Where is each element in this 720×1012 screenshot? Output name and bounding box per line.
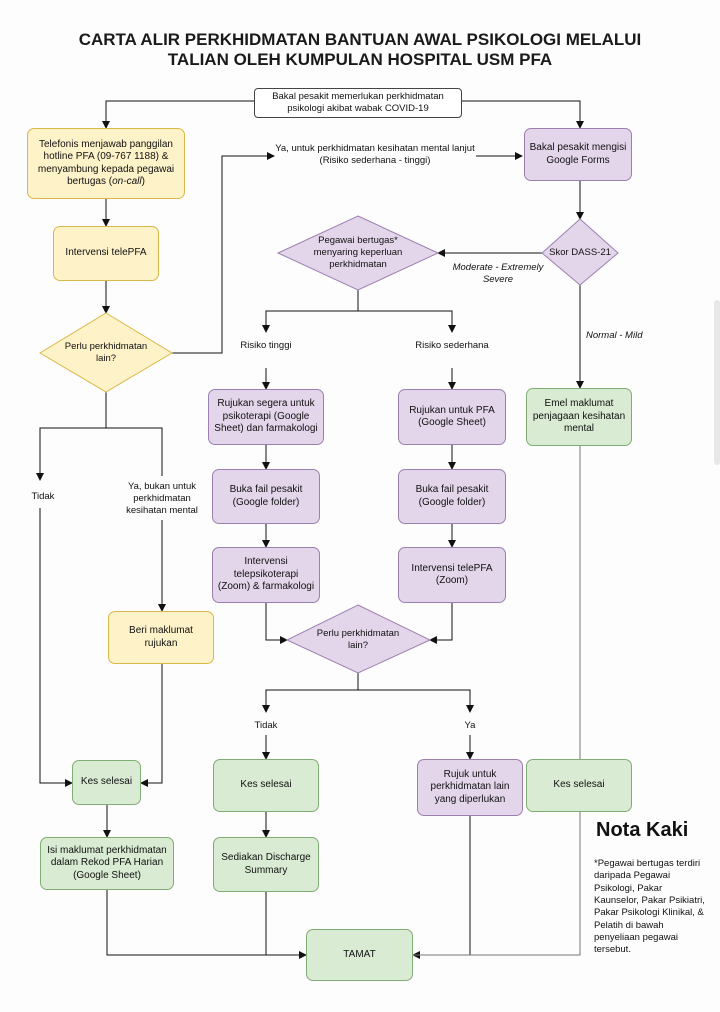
decision-diamond-perlu2 xyxy=(285,604,432,674)
arrow-tidak-to-kes1 xyxy=(39,508,73,787)
rujukan-segera-box: Rujukan segera untuk psikoterapi (Google… xyxy=(208,389,324,445)
arrow-isi-to-tamat xyxy=(106,890,307,959)
label-normal: Normal - Mild xyxy=(586,330,643,341)
kes-selesai-3-box: Kes selesai xyxy=(526,759,632,812)
rujukan-pfa-box: Rujukan untuk PFA (Google Sheet) xyxy=(398,389,506,445)
intervensi-telepfa-box: Intervensi telePFA xyxy=(53,226,159,281)
arrow-perlu1-ya xyxy=(106,427,163,476)
arrow-perlu2-ya xyxy=(358,689,474,713)
label-risiko-sederhana: Risiko sederhana xyxy=(415,340,489,351)
label-moderate: Moderate - Extremely Severe xyxy=(452,262,544,285)
label-ya-bukan: Ya, bukan untuk perkhidmatan kesihatan m… xyxy=(126,481,198,516)
isi-maklumat-box: Isi maklumat perkhidmatan dalam Rekod PF… xyxy=(40,837,174,890)
arrow-kes3-to-tamat xyxy=(413,812,581,956)
label-ya-2: Ya xyxy=(464,720,476,731)
arrow-pegawai-split-right xyxy=(358,310,456,333)
label-tidak-1: Tidak xyxy=(31,491,55,502)
emel-box: Emel maklumat penjagaan kesihatan mental xyxy=(526,388,632,446)
perlu1-label: Perlu perkhidmatan lain? xyxy=(64,341,148,364)
scrollbar[interactable] xyxy=(714,300,720,465)
buka-fail-1-box: Buka fail pesakit (Google folder) xyxy=(212,469,320,524)
tamat-box: TAMAT xyxy=(306,929,413,981)
label-ya-lanjut: Ya, untuk perkhidmatan kesihatan mental … xyxy=(275,143,475,166)
hotline-text: Telefonis menjawab panggilan hotline PFA… xyxy=(37,138,175,188)
google-forms-box: Bakal pesakit mengisi Google Forms xyxy=(524,128,632,181)
intervensi-zoom-box: Intervensi telePFA (Zoom) xyxy=(398,547,506,603)
arrow-perlu1-to-lanjut xyxy=(172,152,275,354)
beri-maklumat-box: Beri maklumat rujukan xyxy=(108,611,214,664)
decision-diamond-perlu1 xyxy=(39,312,173,393)
arrow-zoom-to-perlu2 xyxy=(429,603,453,644)
arrow-perlu1-tidak xyxy=(36,392,107,481)
arrow-perlu2-tidak xyxy=(262,673,359,713)
arrow-psiko-to-perlu2 xyxy=(265,603,288,644)
hotline-box: Telefonis menjawab panggilan hotline PFA… xyxy=(27,128,185,199)
start-box: Bakal pesakit memerlukan perkhidmatan ps… xyxy=(254,88,462,118)
arrow-rujuk-to-tamat xyxy=(412,816,471,959)
intervensi-psikoterapi-box: Intervensi telepsikoterapi (Zoom) & farm… xyxy=(212,547,320,603)
label-risiko-tinggi: Risiko tinggi xyxy=(240,340,292,351)
footnote-title: Nota Kaki xyxy=(596,819,689,841)
kes-selesai-2-box: Kes selesai xyxy=(213,759,319,812)
hotline-end: ) xyxy=(141,176,145,187)
chart-title-line1: CARTA ALIR PERKHIDMATAN BANTUAN AWAL PSI… xyxy=(78,30,642,49)
hotline-oncall: on-call xyxy=(112,176,142,187)
buka-fail-2-box: Buka fail pesakit (Google folder) xyxy=(398,469,506,524)
arrow-pegawai-split-left xyxy=(262,290,359,333)
rujuk-lain-box: Rujuk untuk perkhidmatan lain yang diper… xyxy=(417,759,523,816)
label-tidak-2: Tidak xyxy=(254,720,278,731)
perlu2-label: Perlu perkhidmatan lain? xyxy=(316,628,400,651)
arrow-start-to-forms xyxy=(462,100,584,129)
dass-label: Skor DASS-21 xyxy=(549,247,611,259)
decision-diamond-dass xyxy=(541,218,619,286)
arrow-start-to-hotline xyxy=(102,100,254,129)
arrow-beri-to-kes1 xyxy=(140,664,163,787)
decision-diamond-pegawai xyxy=(276,215,440,291)
kes-selesai-1-box: Kes selesai xyxy=(72,760,141,805)
chart-title-line2: TALIAN OLEH KUMPULAN HOSPITAL USM PFA xyxy=(167,50,553,69)
discharge-box: Sediakan Discharge Summary xyxy=(213,837,319,892)
footnote-text: *Pegawai bertugas terdiri daripada Pegaw… xyxy=(594,858,705,956)
pegawai-label: Pegawai bertugas* menyaring keperluan pe… xyxy=(313,235,403,270)
